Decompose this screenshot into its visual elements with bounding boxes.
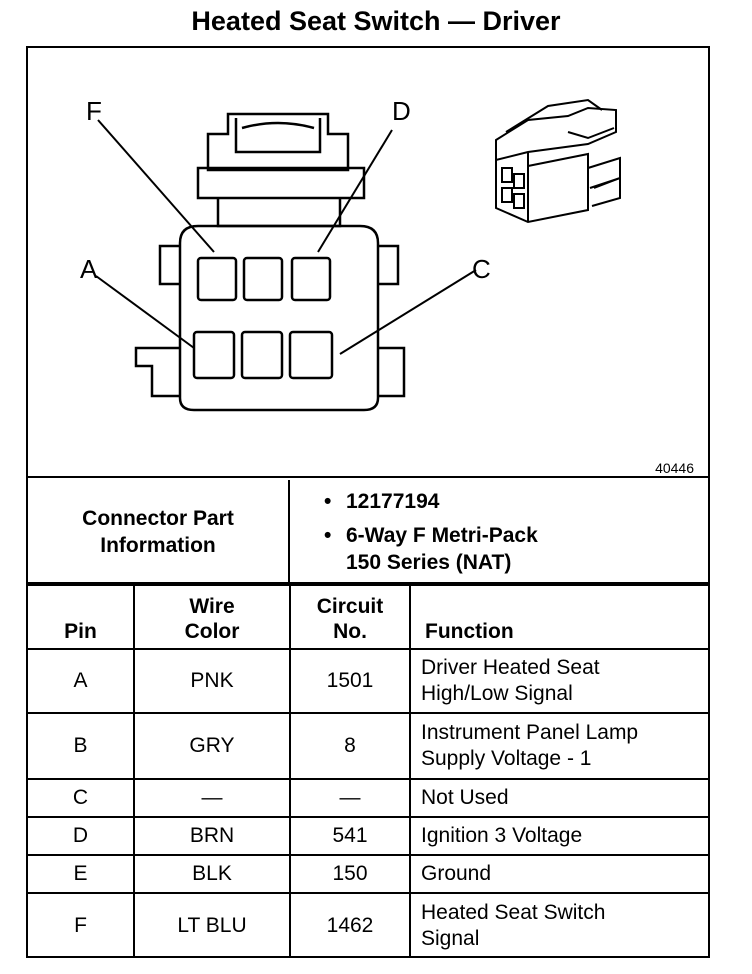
header-pin: Pin	[28, 584, 135, 650]
function-line: High/Low Signal	[421, 682, 573, 705]
cell-function: Ground	[409, 854, 708, 894]
part-number-item: • 12177194	[324, 488, 708, 515]
cell-circuit: 1501	[289, 648, 411, 714]
cell-wire: BLK	[133, 854, 291, 894]
cell-function: Instrument Panel Lamp Supply Voltage - 1	[409, 712, 708, 780]
function-line: Driver Heated Seat	[421, 656, 600, 679]
header-line: No.	[333, 620, 367, 643]
function-line: Ground	[421, 862, 492, 885]
table-row: B GRY 8 Instrument Panel Lamp Supply Vol…	[28, 712, 708, 780]
cell-pin: F	[28, 892, 135, 957]
connector-sheet: F D A C 40446 Connector Part Information…	[26, 46, 710, 958]
table-row: D BRN 541 Ignition 3 Voltage	[28, 816, 708, 856]
figure-number: 40446	[655, 460, 694, 476]
info-label-line: Information	[100, 534, 216, 557]
connector-figure: F D A C 40446	[28, 48, 708, 478]
function-line: Signal	[421, 926, 480, 950]
part-number: 12177194	[346, 490, 440, 513]
pinout-table: Pin Wire Color Circuit No. Function A PN…	[28, 584, 708, 957]
function-line: Not Used	[421, 786, 509, 809]
cell-circuit: —	[289, 778, 411, 818]
cell-pin: D	[28, 816, 135, 856]
header-line: Circuit	[316, 595, 384, 618]
cell-wire: —	[133, 778, 291, 818]
cell-circuit: 8	[289, 712, 411, 780]
cell-pin: C	[28, 778, 135, 818]
connector-info-list: • 12177194 • 6-Way F Metri-Pack 150 Seri…	[292, 480, 708, 584]
cell-pin: A	[28, 648, 135, 714]
cell-pin: B	[28, 712, 135, 780]
pin-label-d: D	[392, 96, 411, 126]
function-line: Instrument Panel Lamp	[421, 721, 639, 744]
table-row: A PNK 1501 Driver Heated Seat High/Low S…	[28, 648, 708, 714]
cell-circuit: 150	[289, 854, 411, 894]
bullet: •	[324, 524, 332, 547]
header-wire-color: Wire Color	[133, 584, 291, 650]
cell-function: Driver Heated Seat High/Low Signal	[409, 648, 708, 714]
header-line: Wire	[189, 595, 235, 618]
description-item: • 6-Way F Metri-Pack 150 Series (NAT)	[324, 522, 708, 576]
table-row: E BLK 150 Ground	[28, 854, 708, 894]
description-line: 150 Series (NAT)	[346, 551, 512, 574]
cell-function: Heated Seat Switch Signal	[409, 892, 708, 957]
function-line: Supply Voltage - 1	[421, 747, 592, 770]
connector-info-label: Connector Part Information	[28, 480, 290, 584]
connector-face-view	[134, 112, 406, 412]
pin-label-a: A	[80, 254, 98, 284]
pin-label-c: C	[472, 254, 491, 284]
cell-wire: LT BLU	[133, 892, 291, 957]
function-line: Ignition 3 Voltage	[421, 824, 583, 847]
connector-info: Connector Part Information • 12177194 • …	[28, 480, 708, 584]
header-line: Color	[184, 620, 240, 643]
pin-label-f: F	[86, 96, 102, 126]
connector-iso-view	[495, 98, 621, 224]
connector-drawing: F D A C	[80, 96, 621, 412]
description-line: 6-Way F Metri-Pack	[346, 524, 538, 547]
cell-circuit: 541	[289, 816, 411, 856]
cell-wire: BRN	[133, 816, 291, 856]
function-line: Heated Seat Switch	[421, 900, 606, 924]
page-title: Heated Seat Switch — Driver	[191, 6, 561, 36]
cell-circuit: 1462	[289, 892, 411, 957]
pin-leader-lines	[95, 119, 477, 355]
bullet: •	[324, 490, 332, 513]
cell-function: Not Used	[409, 778, 708, 818]
table-row: C — — Not Used	[28, 778, 708, 818]
info-label-line: Connector Part	[82, 507, 234, 530]
cell-function: Ignition 3 Voltage	[409, 816, 708, 856]
cell-wire: GRY	[133, 712, 291, 780]
table-header-row: Pin Wire Color Circuit No. Function	[28, 584, 708, 650]
cell-pin: E	[28, 854, 135, 894]
header-function: Function	[409, 584, 708, 650]
table-row: F LT BLU 1462 Heated Seat Switch Signal	[28, 892, 708, 957]
cell-wire: PNK	[133, 648, 291, 714]
header-circuit: Circuit No.	[289, 584, 411, 650]
